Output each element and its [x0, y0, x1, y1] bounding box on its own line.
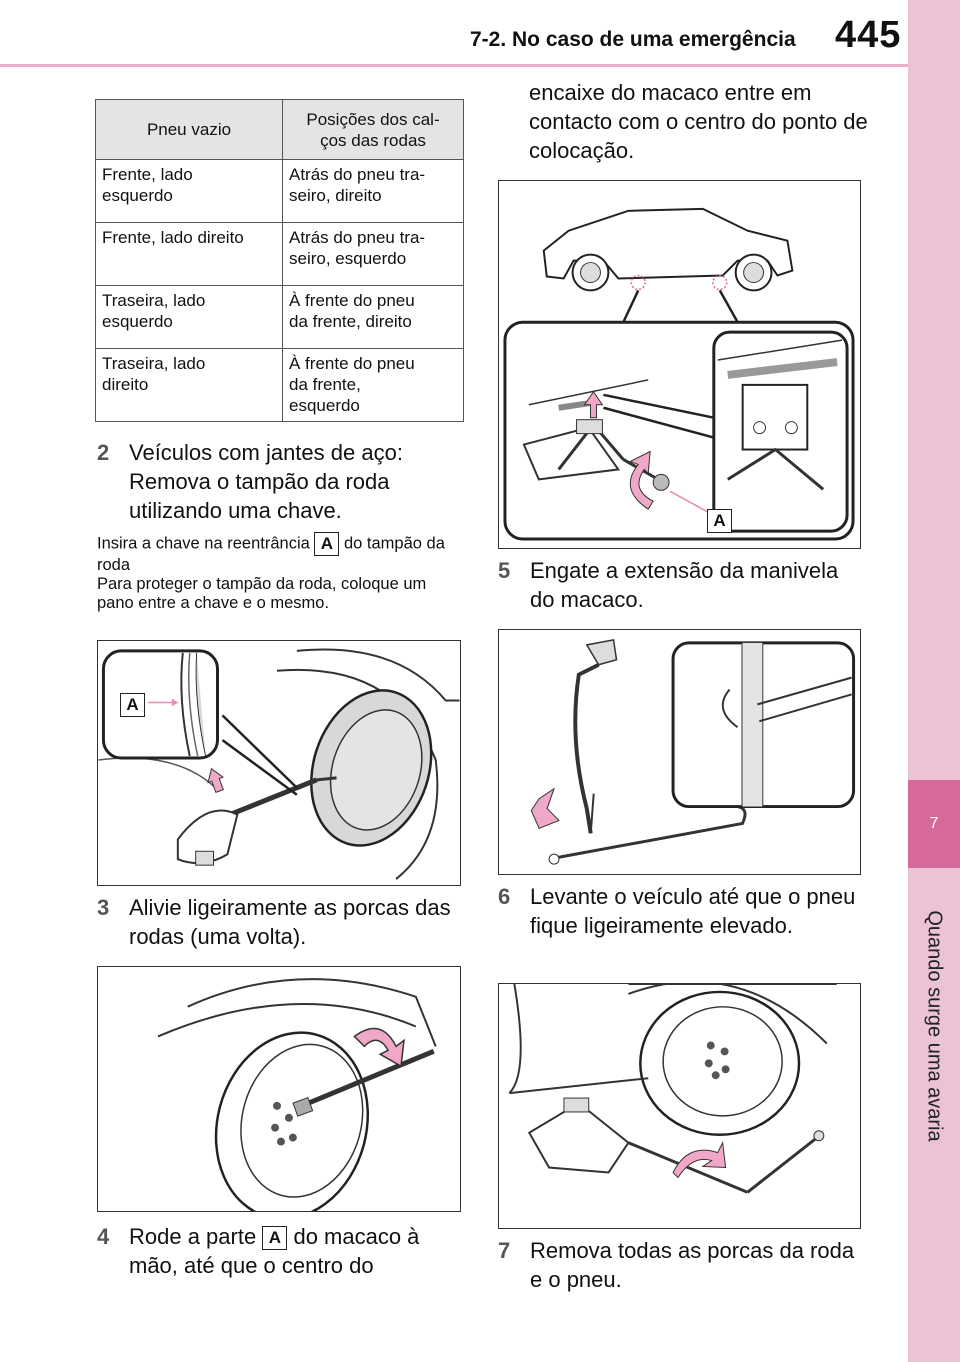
chock-position-table: Pneu vazio Posições dos cal- ços das rod… [95, 99, 464, 422]
raise-vehicle-illustration [498, 983, 861, 1229]
callout-a-label: A [314, 532, 340, 556]
table-cell: Traseira, lado esquerdo [95, 285, 283, 349]
jack-position-illustration: A [498, 180, 861, 549]
table-row: Traseira, lado direito À frente do pneu … [95, 348, 464, 422]
step-text: Alivie ligeiramente as porcas das rodas … [129, 895, 451, 949]
table-cell: À frente do pneu da frente, esquerdo [282, 348, 464, 422]
step-number: 2 [97, 440, 110, 465]
step-text: Rode a parte A do macaco à mão, até que … [129, 1222, 467, 1280]
callout-a-label: A [120, 693, 145, 717]
step-number: 5 [498, 558, 511, 583]
table-cell: Frente, lado esquerdo [95, 159, 283, 223]
step-text-part: do macaco à mão, até que o centro do [129, 1224, 420, 1278]
step-4: 4 Rode a parte A do macaco à mão, até qu… [97, 1222, 467, 1280]
step-number: 7 [498, 1238, 511, 1263]
step-4-continuation: encaixe do macaco entre em contacto com … [529, 80, 868, 163]
step-number: 6 [498, 884, 511, 909]
chapter-tab[interactable]: 7 [908, 780, 960, 868]
step-3: 3 Alivie ligeiramente as porcas das roda… [97, 893, 467, 951]
table-cell: Atrás do pneu tra- seiro, direito [282, 159, 464, 223]
table-cell: Atrás do pneu tra- seiro, esquerdo [282, 222, 464, 286]
table-header-flat-tire: Pneu vazio [95, 99, 283, 160]
step-number: 3 [97, 895, 110, 920]
step-6: 6 Levante o veículo até que o pneu fique… [498, 882, 868, 940]
table-header-chock-positions: Posições dos cal- ços das rodas [282, 99, 464, 160]
step-text: Levante o veículo até que o pneu fique l… [530, 884, 856, 938]
table-cell: À frente do pneu da frente, direito [282, 285, 464, 349]
step-2-note: Insira a chave na reentrância A do tampã… [97, 532, 467, 613]
note-text: do tampão da roda [97, 534, 445, 574]
table-row: Frente, lado esquerdo Atrás do pneu tra-… [95, 159, 464, 223]
section-title: 7-2. No caso de uma emergência [470, 28, 796, 51]
chapter-title: Quando surge uma avaria [923, 910, 946, 1142]
step-7: 7 Remova todas as porcas da roda e o pne… [498, 1236, 868, 1294]
table-row: Frente, lado direito Atrás do pneu tra- … [95, 222, 464, 286]
step-text-part: Rode a parte [129, 1224, 257, 1249]
loosen-nuts-illustration [97, 966, 461, 1212]
step-text: Veículos com jantes de aço: Remova o tam… [129, 440, 403, 523]
jack-handle-illustration [498, 629, 861, 875]
step-text: Engate a extensão da manivela do macaco. [530, 558, 839, 612]
table-row: Traseira, lado esquerdo À frente do pneu… [95, 285, 464, 349]
step-text: Remova todas as porcas da roda e o pneu. [530, 1238, 855, 1292]
wheel-cap-removal-illustration: A [97, 640, 461, 886]
note-text: Insira a chave na reentrância [97, 534, 310, 553]
header-rule [0, 64, 908, 67]
step-number: 4 [97, 1224, 110, 1249]
callout-a-label: A [262, 1226, 288, 1251]
note-text: Para proteger o tampão da roda, coloque … [97, 575, 427, 612]
page-number: 445 [835, 14, 902, 56]
step-5: 5 Engate a extensão da manivela do macac… [498, 556, 868, 614]
step-2: 2 Veículos com jantes de aço: Remova o t… [97, 438, 467, 525]
table-cell: Frente, lado direito [95, 222, 283, 286]
side-band [908, 0, 960, 1362]
callout-a-label: A [707, 509, 732, 533]
table-cell: Traseira, lado direito [95, 348, 283, 422]
